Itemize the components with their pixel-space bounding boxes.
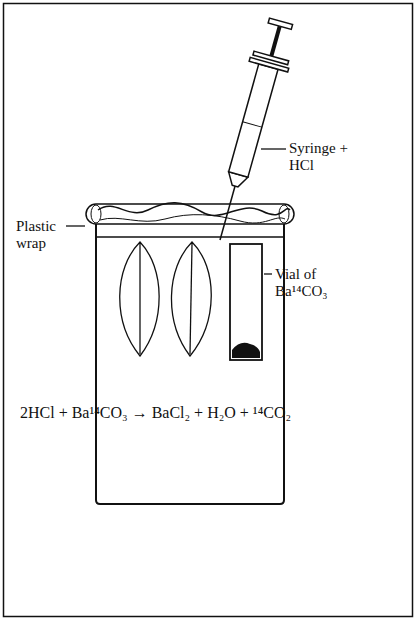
part-label: Syringe + HCl <box>289 140 351 174</box>
reaction-equation: 2HCl + Ba¹⁴CO₃ → BaCl₂ + H₂O + ¹⁴CO₂ <box>20 404 410 421</box>
part-label: Vial of Ba¹⁴CO₃ <box>275 266 355 300</box>
syringe <box>201 16 301 245</box>
vial <box>230 244 262 360</box>
leader-lines <box>66 149 286 274</box>
liquid-surface <box>96 236 284 238</box>
beaker <box>96 222 284 504</box>
plastic-wrap <box>86 203 294 224</box>
leaves <box>120 242 212 356</box>
part-label: Plastic wrap <box>16 218 64 252</box>
barium-carbonate <box>232 343 260 358</box>
frame <box>4 4 413 617</box>
